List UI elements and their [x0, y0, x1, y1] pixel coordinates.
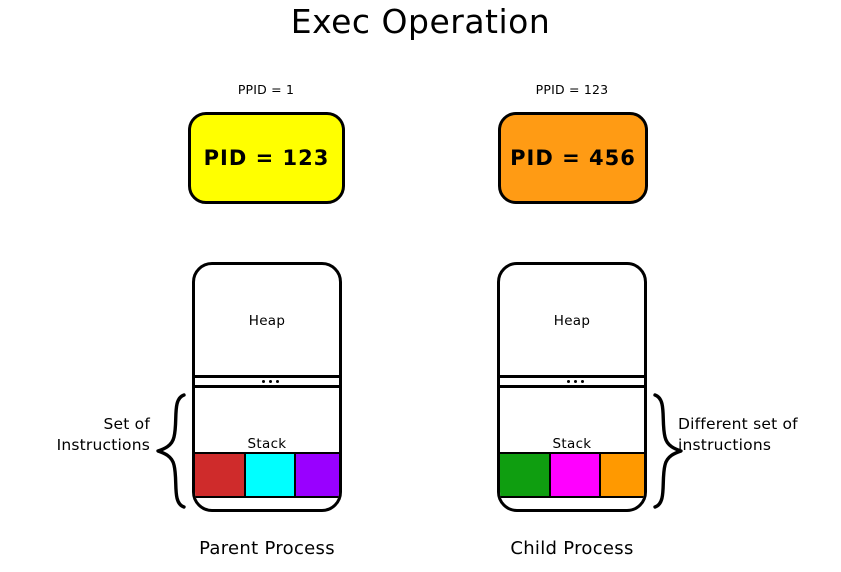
ellipsis-dot-icon — [573, 380, 577, 383]
parent-heap-region: Heap — [195, 265, 339, 377]
ellipsis-dot-icon — [566, 380, 570, 383]
child-instruction-block-2 — [548, 452, 602, 498]
child-heap-region: Heap — [500, 265, 644, 377]
parent-stack-region: Stack — [195, 388, 339, 458]
child-memory-divider — [500, 375, 644, 388]
page-title: Exec Operation — [290, 2, 551, 41]
ellipsis-dot-icon — [261, 380, 265, 383]
parent-brace-caption-line2: Instructions — [56, 436, 150, 454]
ellipsis-dot-icon — [268, 380, 272, 383]
child-ppid-label: PPID = 123 — [535, 82, 609, 97]
child-process-caption: Child Process — [510, 538, 634, 559]
parent-brace-caption-line1: Set of — [103, 415, 150, 433]
parent-memory-box: Heap Stack — [192, 262, 342, 512]
ellipsis-dot-icon — [275, 380, 279, 383]
parent-instruction-row — [195, 452, 339, 498]
child-memory-box: Heap Stack — [497, 262, 647, 512]
parent-heap-label: Heap — [248, 313, 286, 329]
child-pid-label: PID = 456 — [510, 146, 636, 170]
child-stack-region: Stack — [500, 388, 644, 458]
child-brace-caption: Different set of instructions — [678, 414, 841, 456]
parent-memory-divider — [195, 375, 339, 388]
parent-stack-label: Stack — [247, 436, 287, 452]
child-instruction-block-3 — [599, 452, 644, 498]
child-heap-label: Heap — [553, 313, 591, 329]
child-brace-caption-line2: instructions — [678, 436, 772, 454]
parent-pid-label: PID = 123 — [203, 146, 330, 170]
child-stack-label: Stack — [552, 436, 592, 452]
parent-pid-box: PID = 123 — [188, 112, 345, 204]
parent-instruction-block-1 — [195, 452, 246, 498]
parent-process-caption: Parent Process — [199, 538, 335, 559]
parent-brace-caption: Set of Instructions — [10, 414, 150, 456]
parent-ppid-label: PPID = 1 — [237, 82, 295, 97]
child-instruction-block-1 — [500, 452, 551, 498]
parent-instruction-block-2 — [243, 452, 297, 498]
child-brace-caption-line1: Different set of — [678, 415, 798, 433]
child-instruction-row — [500, 452, 644, 498]
child-instructions-brace-icon — [653, 393, 683, 509]
child-pid-box: PID = 456 — [498, 112, 648, 204]
parent-instructions-brace-icon — [156, 393, 186, 509]
parent-instruction-block-3 — [294, 452, 339, 498]
ellipsis-dot-icon — [580, 380, 584, 383]
